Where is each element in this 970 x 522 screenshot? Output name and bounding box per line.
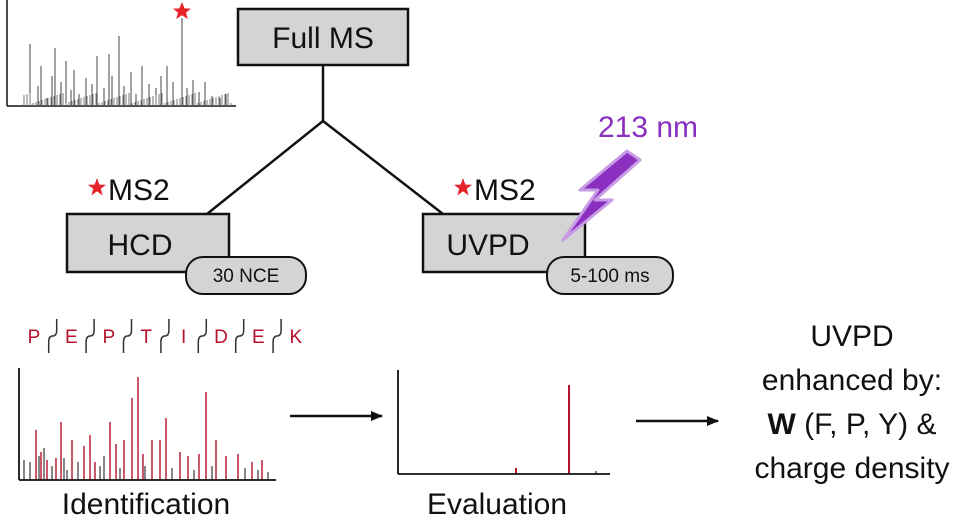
- hcd-ms2-label: MS2: [108, 174, 170, 207]
- evaluation-spectrum: Evaluation: [397, 370, 610, 521]
- uvpd-setting-badge: 5-100 ms: [570, 266, 649, 287]
- star-icon: [88, 178, 106, 196]
- hcd-setting-badge: 30 NCE: [213, 266, 280, 287]
- identification-label: Identification: [62, 488, 230, 521]
- conclusion-line-3: W (F, P, Y) &: [768, 408, 937, 441]
- conclusion-line-2: enhanced by:: [762, 364, 942, 397]
- conclusion-line-1: UVPD: [810, 320, 893, 353]
- uvpd-label: UVPD: [446, 229, 529, 262]
- peptide-residue: I: [181, 327, 186, 348]
- peptide-residue: T: [140, 327, 152, 348]
- fragment-cleavage-mark: [160, 319, 170, 353]
- identification-spectrum: Identification: [18, 368, 276, 521]
- conclusion-bold-residue: W: [768, 408, 797, 441]
- full-ms-node: Full MS: [236, 7, 410, 67]
- fragment-cleavage-mark: [85, 319, 95, 353]
- lightning-bolt-icon: [561, 149, 642, 242]
- full-ms-label: Full MS: [272, 22, 374, 55]
- conclusion-line-4: charge density: [754, 452, 949, 485]
- uvpd-ms2-label: MS2: [474, 174, 536, 207]
- peptide-residue: E: [252, 327, 265, 348]
- uvpd-branch: MS2 UVPD 5-100 ms 213 nm: [421, 111, 698, 295]
- peptide-residue: P: [28, 327, 41, 348]
- fragment-cleavage-mark: [122, 319, 133, 353]
- star-icon: [454, 178, 472, 196]
- star-icon: [173, 2, 191, 19]
- fragment-cleavage-mark: [47, 319, 58, 353]
- peptide-residue: K: [289, 327, 302, 348]
- full-ms-spectrum: [6, 0, 236, 107]
- conclusion-text: UVPD enhanced by: W (F, P, Y) & charge d…: [754, 320, 949, 485]
- peptide-residue: D: [214, 327, 228, 348]
- tree-connectors: [206, 65, 444, 215]
- fragment-cleavage-mark: [234, 319, 245, 353]
- hcd-branch: MS2 HCD 30 NCE: [65, 174, 307, 295]
- hcd-label: HCD: [108, 229, 173, 262]
- conclusion-line-3-rest: (F, P, Y) &: [796, 408, 937, 441]
- laser-wavelength-label: 213 nm: [598, 111, 698, 144]
- evaluation-label: Evaluation: [427, 488, 567, 521]
- fragment-cleavage-mark: [272, 319, 282, 353]
- peptide-residue: E: [65, 327, 78, 348]
- peptide-residue: P: [102, 327, 115, 348]
- fragment-cleavage-mark: [197, 319, 208, 353]
